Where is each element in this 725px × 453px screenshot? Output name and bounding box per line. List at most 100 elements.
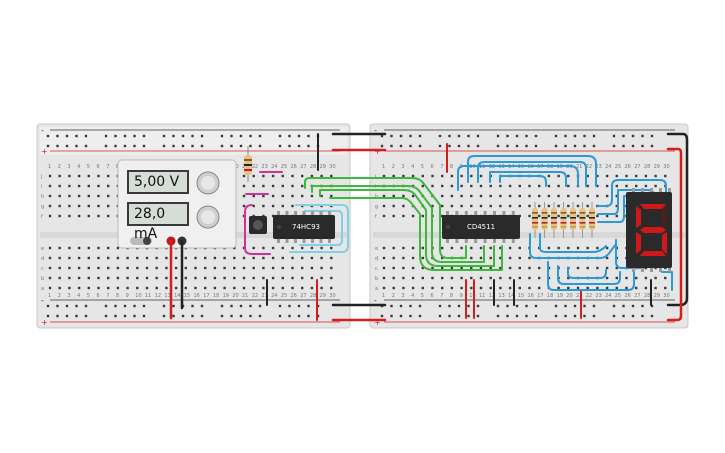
breadboard-hole[interactable] [567,286,570,290]
breadboard-hole[interactable] [450,204,454,208]
breadboard-hole[interactable] [605,174,609,178]
rail-hole[interactable] [162,134,166,138]
rail-hole[interactable] [631,134,635,138]
rail-hole[interactable] [307,144,310,148]
rail-hole[interactable] [142,144,146,148]
rail-hole[interactable] [612,144,616,148]
rail-hole[interactable] [133,134,136,138]
breadboard-hole[interactable] [136,286,139,290]
breadboard-hole[interactable] [460,276,463,280]
rail-hole[interactable] [220,134,224,138]
rail-hole[interactable] [418,144,422,148]
rail-hole[interactable] [390,314,393,318]
rail-hole[interactable] [476,314,480,318]
rail-hole[interactable] [631,314,635,318]
breadboard-hole[interactable] [281,276,284,280]
breadboard-hole[interactable] [58,184,61,188]
wire-blue[interactable] [467,155,597,187]
breadboard-hole[interactable] [68,256,71,260]
rail-hole[interactable] [278,134,282,138]
rail-hole[interactable] [399,304,403,308]
breadboard-hole[interactable] [615,194,618,198]
rail-hole[interactable] [84,314,88,318]
push-button[interactable] [249,216,267,234]
rail-hole[interactable] [650,314,654,318]
breadboard-hole[interactable] [77,174,81,178]
breadboard-hole[interactable] [262,184,265,188]
breadboard-hole[interactable] [77,266,81,270]
rail-hole[interactable] [554,144,558,148]
breadboard-hole[interactable] [382,194,386,198]
breadboard-hole[interactable] [421,276,424,280]
breadboard-hole[interactable] [538,184,541,188]
breadboard-hole[interactable] [252,184,255,188]
rail-hole[interactable] [612,314,616,318]
breadboard-hole[interactable] [547,194,551,198]
rail-hole[interactable] [200,134,204,138]
breadboard-hole[interactable] [58,194,61,198]
breadboard-hole[interactable] [194,266,197,270]
breadboard-hole[interactable] [136,276,139,280]
breadboard-hole[interactable] [441,276,444,280]
breadboard-hole[interactable] [615,266,618,270]
rail-hole[interactable] [200,144,204,148]
breadboard-hole[interactable] [431,286,434,290]
rail-hole[interactable] [162,304,166,308]
rail-hole[interactable] [650,304,654,308]
decoder-chip[interactable] [442,211,520,243]
breadboard-hole[interactable] [262,256,265,260]
breadboard-hole[interactable] [58,286,61,290]
breadboard-hole[interactable] [58,174,61,178]
rail-hole[interactable] [554,304,558,308]
breadboard-hole[interactable] [538,286,541,290]
breadboard-hole[interactable] [271,256,275,260]
rail-hole[interactable] [258,314,262,318]
rail-hole[interactable] [622,304,625,308]
rail-hole[interactable] [390,304,393,308]
breadboard-hole[interactable] [58,276,61,280]
rail-hole[interactable] [399,314,403,318]
breadboard-hole[interactable] [441,266,444,270]
breadboard-hole[interactable] [411,256,415,260]
breadboard-hole[interactable] [262,204,265,208]
breadboard-hole[interactable] [605,194,609,198]
rail-hole[interactable] [46,314,50,318]
breadboard-hole[interactable] [242,194,246,198]
breadboard-hole[interactable] [421,214,424,218]
rail-hole[interactable] [631,304,635,308]
breadboard-hole[interactable] [538,214,541,218]
breadboard-hole[interactable] [431,204,434,208]
breadboard-hole[interactable] [605,214,609,218]
breadboard-hole[interactable] [281,256,284,260]
breadboard-hole[interactable] [107,204,110,208]
rail-hole[interactable] [534,134,538,138]
breadboard-hole[interactable] [223,276,226,280]
rail-hole[interactable] [534,144,538,148]
breadboard-hole[interactable] [184,286,187,290]
rail-hole[interactable] [525,314,528,318]
rail-hole[interactable] [622,144,625,148]
breadboard-hole[interactable] [48,184,52,188]
wire-blue[interactable] [597,179,667,207]
rail-hole[interactable] [418,134,422,138]
breadboard-hole[interactable] [402,256,405,260]
breadboard-hole[interactable] [441,174,444,178]
breadboard-hole[interactable] [654,286,657,290]
breadboard-hole[interactable] [174,276,178,280]
rail-hole[interactable] [56,304,59,308]
breadboard-hole[interactable] [450,194,454,198]
breadboard-hole[interactable] [489,184,492,188]
breadboard-hole[interactable] [402,174,405,178]
breadboard-hole[interactable] [320,286,323,290]
rail-hole[interactable] [239,144,243,148]
breadboard-hole[interactable] [489,276,492,280]
breadboard-hole[interactable] [625,184,628,188]
breadboard-hole[interactable] [233,256,236,260]
rail-hole[interactable] [123,304,127,308]
rail-hole[interactable] [506,134,509,138]
rail-hole[interactable] [650,144,654,148]
rail-hole[interactable] [554,134,558,138]
breadboard-hole[interactable] [450,266,454,270]
breadboard-hole[interactable] [441,246,444,250]
breadboard-hole[interactable] [528,204,531,208]
